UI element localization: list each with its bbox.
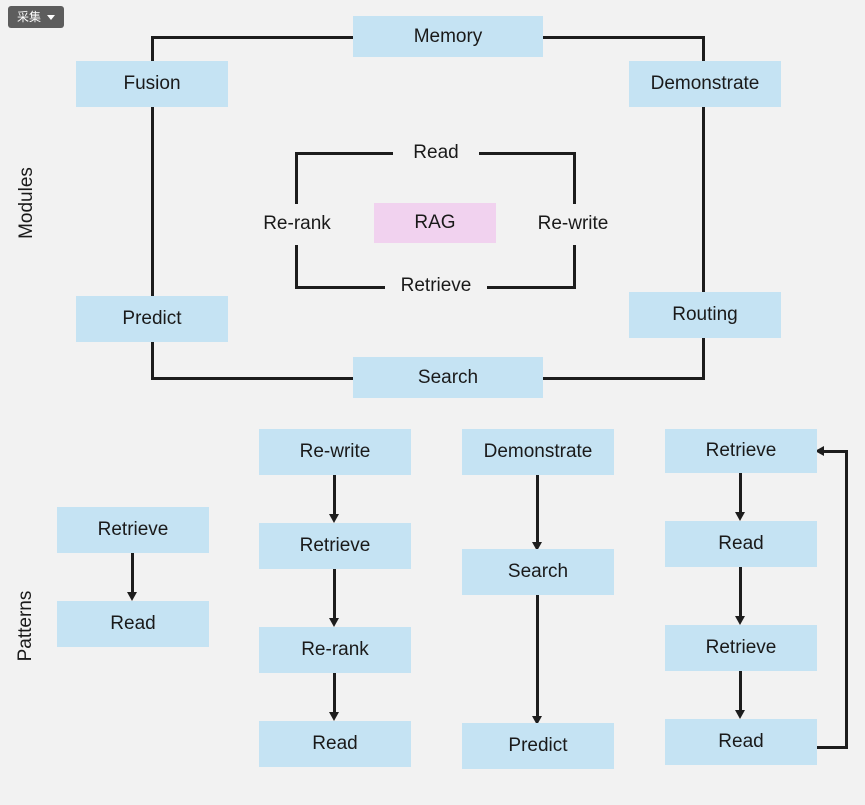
node-label: Retrieve bbox=[299, 535, 371, 556]
module-node-predict[interactable]: Predict bbox=[76, 296, 228, 342]
node-label: Read bbox=[312, 733, 358, 754]
connector-line bbox=[573, 152, 576, 204]
module-node-search[interactable]: Search bbox=[353, 357, 543, 398]
node-label: Re-write bbox=[537, 213, 609, 234]
connector-line bbox=[541, 377, 705, 380]
feedback-loop-bottom-segment bbox=[810, 746, 848, 749]
module-node-fusion[interactable]: Fusion bbox=[76, 61, 228, 107]
node-label: Predict bbox=[122, 308, 182, 329]
chevron-down-icon bbox=[47, 14, 55, 20]
pattern-node[interactable]: Predict bbox=[462, 723, 614, 769]
connector-line bbox=[295, 245, 298, 289]
pattern-node[interactable]: Retrieve bbox=[665, 625, 817, 671]
node-label: Retrieve bbox=[97, 519, 169, 540]
pattern-node[interactable]: Re-rank bbox=[259, 627, 411, 673]
node-label: Predict bbox=[508, 735, 568, 756]
node-label: Retrieve bbox=[705, 440, 777, 461]
capture-button[interactable]: 采集 bbox=[8, 6, 64, 28]
connector-line bbox=[295, 286, 393, 289]
module-node-retrieve[interactable]: Retrieve bbox=[385, 271, 487, 301]
node-label: Retrieve bbox=[705, 637, 777, 658]
module-node-rewrite[interactable]: Re-write bbox=[521, 209, 625, 239]
pattern-node[interactable]: Retrieve bbox=[665, 429, 817, 473]
module-node-memory[interactable]: Memory bbox=[353, 16, 543, 57]
connector-line bbox=[541, 36, 705, 39]
capture-button-label: 采集 bbox=[16, 10, 41, 24]
section-label-modules: Modules bbox=[16, 167, 37, 239]
pattern-node[interactable]: Read bbox=[259, 721, 411, 767]
node-label: RAG bbox=[414, 212, 456, 233]
connector-line bbox=[151, 377, 355, 380]
connector-line bbox=[151, 36, 154, 380]
connector-line bbox=[478, 286, 576, 289]
connector-line bbox=[573, 245, 576, 289]
node-label: Fusion bbox=[123, 73, 181, 94]
connector-line bbox=[295, 152, 298, 204]
node-label: Read bbox=[718, 533, 764, 554]
node-label: Re-write bbox=[299, 441, 371, 462]
module-node-rerank[interactable]: Re-rank bbox=[245, 209, 349, 239]
pattern-node[interactable]: Read bbox=[665, 521, 817, 567]
node-label: Demonstrate bbox=[483, 441, 593, 462]
pattern-node[interactable]: Retrieve bbox=[57, 507, 209, 553]
node-label: Re-rank bbox=[263, 213, 331, 234]
node-label: Read bbox=[718, 731, 764, 752]
connector-line bbox=[478, 152, 576, 155]
feedback-loop-top-segment bbox=[824, 450, 848, 453]
pattern-node[interactable]: Search bbox=[462, 549, 614, 595]
node-label: Routing bbox=[672, 304, 738, 325]
node-label: Search bbox=[507, 561, 569, 582]
section-label-patterns: Patterns bbox=[15, 590, 36, 662]
module-node-read[interactable]: Read bbox=[393, 138, 479, 167]
node-label: Demonstrate bbox=[650, 73, 760, 94]
node-label: Read bbox=[413, 141, 459, 163]
feedback-loop-right-segment bbox=[845, 450, 848, 749]
node-label: Re-rank bbox=[301, 639, 369, 660]
pattern-node[interactable]: Read bbox=[57, 601, 209, 647]
connector-line bbox=[702, 36, 705, 380]
node-label: Memory bbox=[413, 25, 483, 47]
module-node-rag[interactable]: RAG bbox=[374, 203, 496, 243]
module-node-demonstrate[interactable]: Demonstrate bbox=[629, 61, 781, 107]
node-label: Read bbox=[110, 613, 156, 634]
module-node-routing[interactable]: Routing bbox=[629, 292, 781, 338]
node-label: Search bbox=[417, 366, 479, 388]
arrow-left-icon bbox=[815, 446, 824, 456]
pattern-node[interactable]: Read bbox=[665, 719, 817, 765]
pattern-node[interactable]: Retrieve bbox=[259, 523, 411, 569]
node-label: Retrieve bbox=[400, 275, 472, 296]
connector-line bbox=[295, 152, 393, 155]
connector-line bbox=[151, 36, 355, 39]
pattern-node[interactable]: Re-write bbox=[259, 429, 411, 475]
pattern-node[interactable]: Demonstrate bbox=[462, 429, 614, 475]
